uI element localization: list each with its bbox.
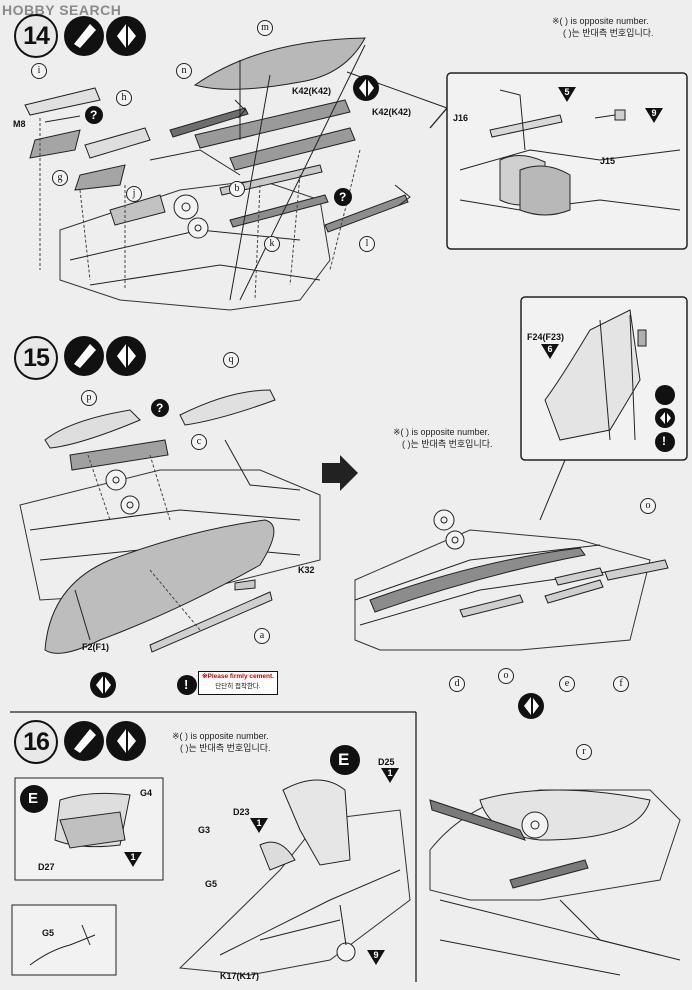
part-label-f2: F2(F1) [82,642,109,652]
cement-warning-box: ※Please firmly cement. 단단히 접착한다. [198,671,278,695]
part-label-d27: D27 [38,862,55,872]
part-letter-i: i [31,63,47,79]
part-label-k42: K42(K42) [372,107,412,117]
step-number-15: 15 [14,336,58,380]
step-number-16: 16 [14,720,58,764]
exclamation-icon: ! [184,677,189,692]
part-label-g5: G5 [42,928,55,938]
detail-e-label: E [338,750,350,769]
part-label-d25: D25 [378,757,395,767]
part-letter-l: l [359,236,375,252]
part-label-g4: G4 [140,788,153,798]
part-letter-k: k [264,236,280,252]
part-letter-p: p [81,390,97,406]
part-letter-j: j [126,186,142,202]
triangle-badge: 9 [645,108,663,123]
part-letter-f: f [613,676,629,692]
question-icon: ? [90,108,98,122]
opposite-number-note-kr: ( )는 반대측 번호입니다. [563,28,654,38]
part-letter-r: r [576,744,592,760]
part-letter-h: h [116,90,132,106]
question-icon: ? [156,401,164,415]
triangle-badge: 5 [558,87,576,102]
part-letter-a: a [254,628,270,644]
warning-korean: 단단히 접착한다. [215,683,261,690]
part-letter-d: d [449,676,465,692]
opposite-number-note-en: ※( ) is opposite number. [552,16,649,26]
triangle-badge: 1 [124,852,142,867]
step-number-14: 14 [14,14,58,58]
opposite-number-note-kr: ( )는 반대측 번호입니다. [180,743,271,753]
triangle-badge: 1 [381,768,399,783]
part-letter-o: o [498,668,514,684]
part-letter-e: e [559,676,575,692]
opposite-number-note-en: ※( ) is opposite number. [393,427,490,437]
part-label-g3: G3 [198,825,211,835]
part-label-k17: K17(K17) [220,971,260,981]
triangle-badge: 9 [367,950,385,965]
part-letter-b: b [229,181,245,197]
triangle-badge: 6 [541,344,559,359]
part-letter-c: c [191,434,207,450]
part-letter-o: o [640,498,656,514]
part-letter-g: g [52,170,68,186]
question-icon: ? [339,190,347,204]
part-label-m8: M8 [13,119,26,129]
part-letter-m: m [257,20,273,36]
part-label-j15: J15 [600,156,616,166]
opposite-number-note-en: ※( ) is opposite number. [172,731,269,741]
part-label-d23: D23 [233,807,250,817]
part-label-k42: K42(K42) [292,86,332,96]
part-label-j16: J16 [453,113,469,123]
exclamation-icon: ! [662,434,666,448]
part-label-g5: G5 [205,879,218,889]
warning-title: ※Please firmly cement. [202,673,274,680]
part-letter-n: n [176,63,192,79]
opposite-number-note-kr: ( )는 반대측 번호입니다. [402,439,493,449]
detail-e-label: E [28,790,39,807]
part-label-k32: K32 [298,565,315,575]
part-label-f24: F24(F23) [527,332,565,342]
part-letter-q: q [223,352,239,368]
triangle-badge: 1 [250,818,268,833]
